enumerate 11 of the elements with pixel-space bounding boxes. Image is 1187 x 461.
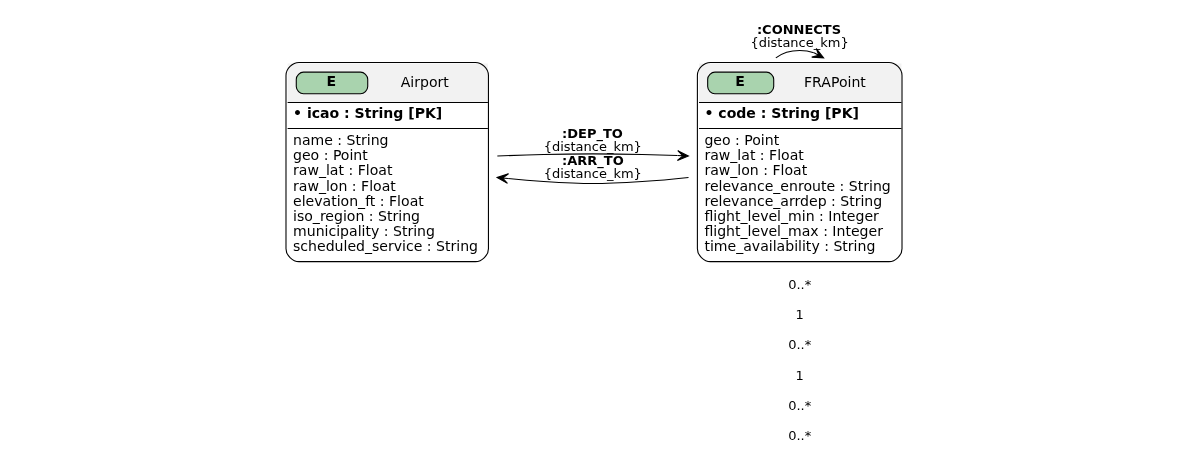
label: 0..*	[787, 337, 811, 353]
arrow	[496, 173, 689, 185]
label: 1	[795, 367, 804, 383]
label: 0..*	[787, 428, 811, 444]
arrow	[774, 48, 824, 59]
label: 0..*	[787, 398, 811, 414]
label: 0..*	[787, 276, 811, 292]
arrow	[496, 150, 689, 161]
edge-label: :CONNECTS {distance_km}	[749, 21, 849, 50]
edge-label: :DEP_TO {distance_km}	[543, 125, 642, 154]
label: 1	[795, 307, 804, 323]
